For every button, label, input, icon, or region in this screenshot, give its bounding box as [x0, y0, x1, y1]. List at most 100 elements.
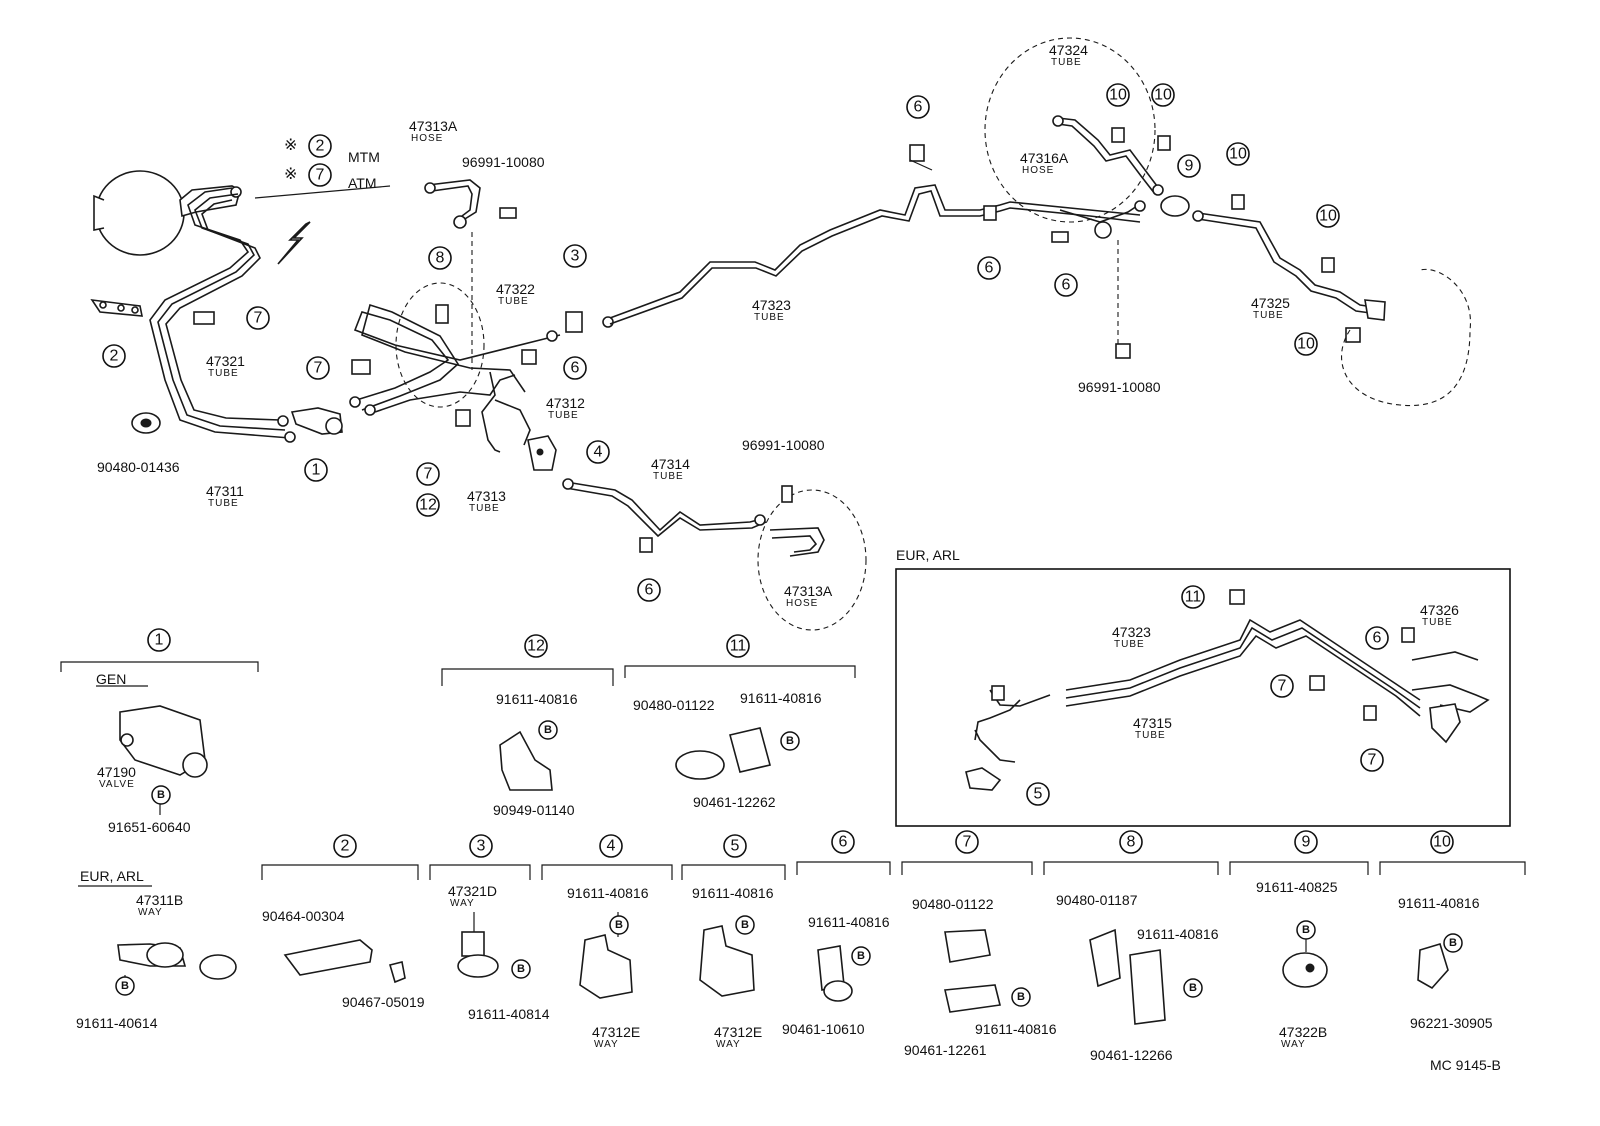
part-label-g1-1: 91651-60640	[108, 819, 191, 835]
part-label-e-47326: 47326	[1420, 602, 1459, 618]
part-label-p-47314: 47314	[651, 456, 690, 472]
eur-arl-title: EUR, ARL	[896, 547, 960, 563]
callout-c-6-eur: 6	[1365, 626, 1389, 650]
part-label-g4-1-type: WAY	[594, 1039, 619, 1050]
svg-text:2: 2	[316, 138, 325, 155]
svg-text:12: 12	[527, 638, 545, 655]
part-label-e-47315: 47315	[1133, 715, 1172, 731]
part-label-p-47313a-top-type: HOSE	[411, 133, 444, 144]
b-symbol-g7-0: B	[1011, 987, 1031, 1007]
part-label-g5-1: 47312E	[714, 1024, 763, 1040]
svg-text:9: 9	[1302, 834, 1311, 851]
svg-text:B: B	[857, 950, 865, 962]
callout-c-9-a: 9	[1177, 154, 1201, 178]
b-symbol-g11-0: B	[780, 731, 800, 751]
part-label-g1-0-type: VALVE	[99, 779, 135, 790]
part-label-p-47313a-top: 47313A	[409, 118, 458, 134]
gen-heading: GEN	[96, 671, 127, 687]
svg-text:10: 10	[1229, 146, 1247, 163]
callout-c-3-a: 3	[563, 244, 587, 268]
part-label-g10-1: 96221-30905	[1410, 1015, 1493, 1031]
part-label-p-47325: 47325	[1251, 295, 1290, 311]
svg-text:6: 6	[645, 582, 654, 599]
callout-c-10-a: 10	[1106, 83, 1130, 107]
svg-text:10: 10	[1433, 834, 1451, 851]
part-label-g8-1: 91611-40816	[1137, 926, 1219, 942]
callout-c-7-eur-a: 7	[1270, 674, 1294, 698]
svg-text:6: 6	[571, 360, 580, 377]
part-label-g10-0: 91611-40816	[1398, 895, 1480, 911]
part-label-g4-1: 47312E	[592, 1024, 641, 1040]
part-label-g11-0: 90480-01122	[633, 697, 715, 713]
callout-c-10-c: 10	[1226, 142, 1250, 166]
group-callout-g12: 12	[524, 634, 548, 658]
brake-booster	[93, 170, 242, 256]
group-callout-g2: 2	[333, 834, 357, 858]
group-brackets	[60, 661, 1526, 887]
svg-text:10: 10	[1319, 208, 1337, 225]
asterisk-atm: ※	[284, 166, 298, 183]
svg-text:7: 7	[1368, 752, 1377, 769]
b-symbol-g1-0: B	[151, 785, 171, 805]
group-callout-g3: 3	[469, 834, 493, 858]
part-label-g6-0: 91611-40816	[808, 914, 890, 930]
part-label-g5-1-type: WAY	[716, 1039, 741, 1050]
part-label-g1-0: 47190	[97, 764, 136, 780]
part-label-p-47323-type: TUBE	[754, 312, 785, 323]
asterisk-mtm: ※	[284, 137, 298, 154]
part-label-p-47313a-bot-type: HOSE	[786, 598, 819, 609]
svg-text:4: 4	[594, 444, 603, 461]
svg-text:1: 1	[155, 632, 164, 649]
svg-text:5: 5	[731, 838, 740, 855]
part-label-g2-1: 90467-05019	[342, 994, 425, 1010]
mtm-label: MTM	[348, 149, 380, 165]
part-label-p-47312: 47312	[546, 395, 585, 411]
callout-c-7-top: 7	[308, 163, 332, 187]
svg-text:B: B	[741, 919, 749, 931]
part-label-p-96991-c: 96991-10080	[1078, 379, 1161, 395]
callout-c-10-b: 10	[1151, 83, 1175, 107]
part-label-p-47311: 47311	[206, 483, 244, 499]
part-label-e-47323: 47323	[1112, 624, 1151, 640]
callout-c-10-d: 10	[1316, 204, 1340, 228]
callout-c-6-e: 6	[1054, 273, 1078, 297]
b-symbol-g3-0: B	[511, 959, 531, 979]
part-label-g12-0: 91611-40816	[496, 691, 578, 707]
part-label-g1b-1: 91611-40614	[76, 1015, 158, 1031]
callout-c-7-eur-b: 7	[1360, 748, 1384, 772]
callout-c-7-b: 7	[306, 356, 330, 380]
group-callout-g8: 8	[1119, 830, 1143, 854]
callout-c-11-eur: 11	[1181, 585, 1205, 609]
part-label-g7-1: 91611-40816	[975, 1021, 1057, 1037]
figure-code: MC 9145-B	[1430, 1057, 1501, 1073]
part-label-g4-0: 91611-40816	[567, 885, 649, 901]
svg-text:8: 8	[436, 250, 445, 267]
part-label-g1b-0: 47311B	[136, 892, 184, 908]
svg-text:B: B	[157, 789, 165, 801]
svg-text:1: 1	[312, 462, 321, 479]
svg-text:B: B	[1189, 982, 1197, 994]
svg-text:11: 11	[1185, 589, 1202, 606]
group-callout-g6: 6	[831, 830, 855, 854]
callout-c-8-a: 8	[428, 246, 452, 270]
eur-arl-box	[895, 568, 1511, 827]
part-label-e-47326-type: TUBE	[1422, 617, 1453, 628]
part-label-g8-2: 90461-12266	[1090, 1047, 1173, 1063]
part-label-g11-2: 90461-12262	[693, 794, 776, 810]
b-symbol-g12-0: B	[538, 720, 558, 740]
callout-c-2-top: 2	[308, 134, 332, 158]
part-label-g1b-0-type: WAY	[138, 907, 163, 918]
svg-text:11: 11	[730, 638, 747, 655]
callout-c-6-b: 6	[637, 578, 661, 602]
callout-c-6-c: 6	[906, 95, 930, 119]
part-label-p-96991-a: 96991-10080	[462, 154, 545, 170]
svg-text:7: 7	[963, 834, 972, 851]
b-symbol-g9-0: B	[1296, 920, 1316, 940]
svg-text:B: B	[1302, 924, 1310, 936]
part-label-g11-1: 91611-40816	[740, 690, 822, 706]
svg-text:3: 3	[477, 838, 486, 855]
group-callout-g10: 10	[1430, 830, 1454, 854]
